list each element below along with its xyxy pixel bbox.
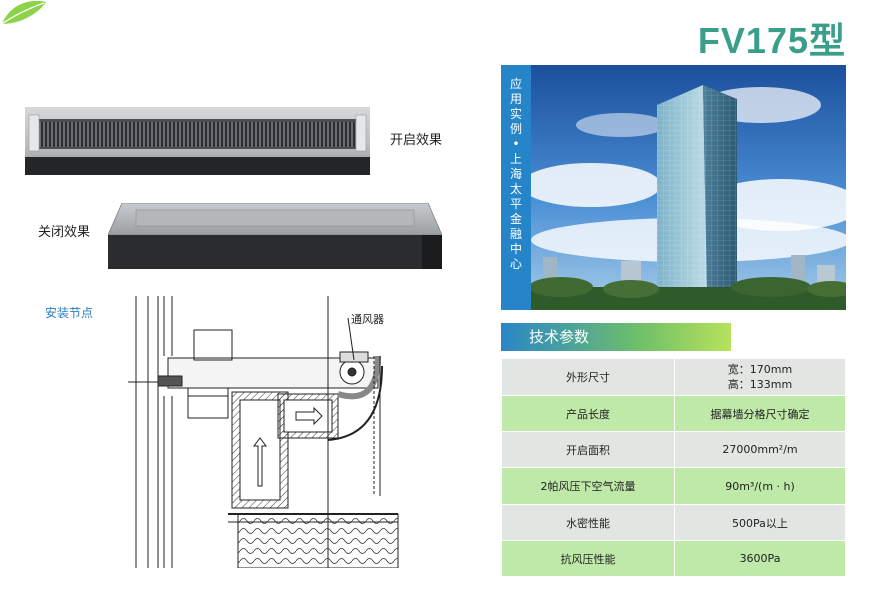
- open-effect-label: 开启效果: [390, 133, 443, 148]
- case-char: 平: [509, 197, 522, 211]
- spec-header: 技术参数: [501, 323, 731, 351]
- vent-label: 通风器: [351, 313, 384, 326]
- spec-value: 500Pa以上: [674, 504, 846, 541]
- case-char: 例: [509, 122, 522, 136]
- install-node-label: 安装节点: [45, 306, 94, 320]
- case-char: 心: [509, 257, 522, 271]
- spec-table: 外形尺寸 宽：170mm 高：133mm 产品长度 据幕墙分格尺寸确定 开启面积…: [501, 358, 846, 577]
- case-study-strip: 应 用 实 例 • 上 海 太 平 金 融 中 心: [501, 65, 531, 310]
- spec-value: 宽：170mm 高：133mm: [674, 358, 846, 396]
- spec-key: 2帕风压下空气流量: [501, 467, 675, 505]
- model-title: FV175型: [697, 20, 846, 61]
- table-row: 抗风压性能 3600Pa: [501, 540, 846, 577]
- table-row: 外形尺寸 宽：170mm 高：133mm: [501, 358, 846, 396]
- building-photo: [531, 65, 846, 310]
- case-char: 实: [509, 107, 522, 121]
- spec-key: 抗风压性能: [501, 540, 675, 577]
- spec-value: 90m³/(m · h): [674, 467, 846, 505]
- case-char: 中: [509, 242, 522, 256]
- case-char: 金: [509, 212, 522, 226]
- spec-key: 产品长度: [501, 395, 675, 432]
- case-char: •: [512, 137, 520, 151]
- spec-key: 外形尺寸: [501, 358, 675, 396]
- vent-open-photo: [25, 107, 370, 175]
- spec-value-line: 宽：170mm: [727, 363, 793, 376]
- table-row: 开启面积 27000mm²/m: [501, 431, 846, 468]
- spec-value-line: 高：133mm: [727, 378, 793, 391]
- case-char: 应: [509, 77, 522, 91]
- spec-value: 3600Pa: [674, 540, 846, 577]
- case-char: 上: [509, 152, 522, 166]
- case-char: 太: [509, 182, 522, 196]
- spec-key: 水密性能: [501, 504, 675, 541]
- table-row: 水密性能 500Pa以上: [501, 504, 846, 541]
- case-char: 融: [509, 227, 522, 241]
- table-row: 产品长度 据幕墙分格尺寸确定: [501, 395, 846, 432]
- spec-value: 27000mm²/m: [674, 431, 846, 468]
- case-char: 海: [509, 167, 522, 181]
- closed-effect-label: 关闭效果: [38, 225, 91, 240]
- leaf-icon: [1, 0, 46, 25]
- spec-key: 开启面积: [501, 431, 675, 468]
- table-row: 2帕风压下空气流量 90m³/(m · h): [501, 467, 846, 505]
- case-char: 用: [509, 92, 522, 106]
- installation-section-drawing: [128, 296, 399, 568]
- spec-value: 据幕墙分格尺寸确定: [674, 395, 846, 432]
- vent-closed-photo: [108, 203, 442, 269]
